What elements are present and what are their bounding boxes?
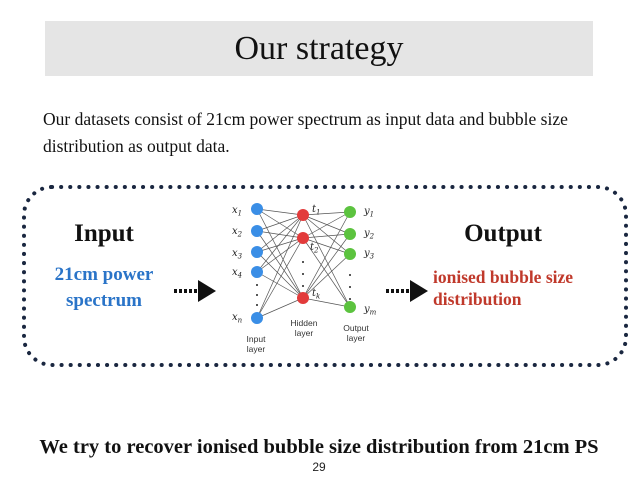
network-edge (302, 253, 351, 299)
network-edge (302, 233, 351, 239)
hidden-node-2 (297, 232, 309, 244)
output-heading: Output (464, 220, 542, 247)
network-edge (256, 208, 304, 239)
hidden-node-label-k: tk (312, 288, 320, 301)
input-node-label-4: x4 (232, 267, 242, 280)
network-edge (256, 208, 304, 299)
input-arrow-icon (174, 280, 216, 302)
input-layer-label-2: layer (247, 344, 266, 354)
network-edge (302, 211, 351, 216)
network-edge (256, 297, 304, 319)
output-node-label-3: y3 (363, 248, 375, 261)
input-node-3 (251, 246, 263, 258)
network-edge (256, 214, 304, 273)
ellipsis-dots (256, 261, 351, 306)
input-desc-line2: spectrum (66, 290, 142, 311)
input-node-2 (251, 225, 263, 237)
output-node-label-1: y1 (363, 206, 374, 219)
output-node-label-m: ym (363, 304, 377, 317)
intro-text: Our datasets consist of 21cm power spect… (43, 109, 568, 156)
network-edge (302, 237, 351, 255)
network-edges (256, 208, 351, 319)
output-node-3 (344, 248, 356, 260)
output-node-1 (344, 206, 356, 218)
title-bar: Our strategy (45, 21, 593, 76)
network-edge (256, 237, 304, 253)
network-edge (256, 230, 304, 299)
input-node-4 (251, 266, 263, 278)
output-node-label-2: y2 (363, 228, 375, 241)
input-node-1 (251, 203, 263, 215)
dotted-frame (22, 185, 628, 367)
network-edge (256, 237, 304, 273)
input-desc-line1: 21cm power (55, 264, 154, 285)
hidden-layer-label-2: layer (295, 328, 314, 338)
input-heading: Input (74, 220, 134, 247)
network-edge (256, 214, 304, 232)
page-number: 29 (312, 460, 326, 474)
network-edge (256, 208, 304, 216)
input-node-label-n: xn (232, 312, 243, 325)
network-nodes (251, 203, 356, 324)
network-edge (256, 251, 304, 299)
network-edge (256, 214, 304, 253)
output-desc-line1: ionised bubble size (433, 267, 573, 287)
hidden-layer-label-1: Hidden (291, 318, 318, 328)
output-layer-label-2: layer (347, 333, 366, 343)
output-node-4 (344, 301, 356, 313)
input-node-5 (251, 312, 263, 324)
output-desc-line2: distribution (433, 289, 522, 309)
network-edge (302, 233, 351, 299)
hidden-node-3 (297, 292, 309, 304)
output-arrow-icon (386, 280, 428, 302)
network-edge (256, 230, 304, 239)
input-node-label-2: x2 (232, 226, 243, 239)
network-edge (302, 214, 351, 235)
network-edge (302, 214, 351, 255)
network-edge (256, 271, 304, 299)
network-edge (302, 214, 351, 308)
network-edge (256, 214, 304, 319)
hidden-node-label-2: t2 (310, 242, 319, 255)
network-edge (302, 297, 351, 308)
slide-title: Our strategy (234, 29, 404, 67)
input-layer-label-1: Input (247, 334, 267, 344)
output-layer-label-1: Output (343, 323, 369, 333)
network-edge (302, 211, 351, 299)
network-edge (302, 237, 351, 308)
hidden-node-1 (297, 209, 309, 221)
hidden-node-label-1: t1 (312, 204, 321, 217)
network-edge (302, 211, 351, 239)
neural-network: x1 x2 x3 x4 xn t1 t2 tk y1 y2 y3 ym Inpu… (232, 203, 377, 354)
footer-statement: We try to recover ionised bubble size di… (39, 436, 599, 458)
output-node-2 (344, 228, 356, 240)
input-node-label-3: x3 (232, 248, 243, 261)
network-edge (256, 237, 304, 319)
input-node-label-1: x1 (232, 205, 242, 218)
